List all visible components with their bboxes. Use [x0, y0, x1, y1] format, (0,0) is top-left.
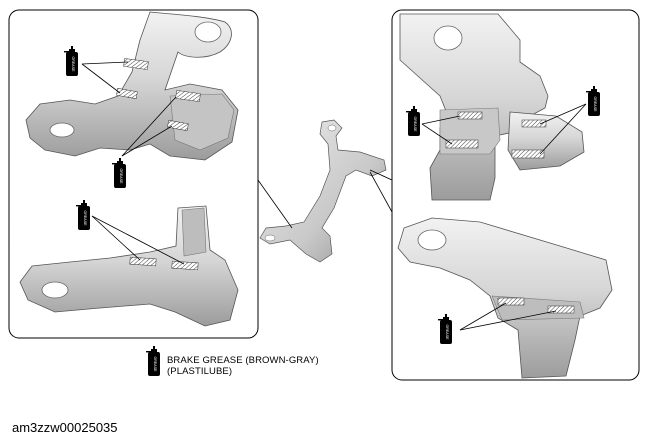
center-caliper-overview [259, 119, 387, 263]
right-bottom-bracket [397, 217, 613, 379]
grease-point [457, 111, 483, 120]
left-bottom-bracket [19, 205, 239, 327]
left-top-bracket [25, 11, 239, 161]
leader-lines [91, 215, 185, 265]
legend-line-1: BRAKE GREASE (BROWN-GRAY) [167, 355, 319, 366]
grease-point [521, 119, 547, 128]
grease-point [511, 149, 545, 159]
grease-point [116, 88, 138, 99]
grease-point [129, 256, 157, 267]
grease-point [547, 305, 575, 314]
grease-can-icon [146, 346, 160, 376]
leader-lines [459, 302, 557, 331]
figure-code: am3zzw00025035 [12, 420, 118, 435]
grease-point [497, 297, 525, 306]
grease-point [445, 139, 479, 149]
grease-point [175, 90, 201, 102]
grease-point [171, 260, 199, 271]
leader-lines [421, 103, 587, 155]
legend-line-2: (PLASTILUBE) [167, 366, 233, 377]
connector-lines [257, 169, 393, 229]
legend-label: BRAKE GREASE (BROWN-GRAY) (PLASTILUBE) [167, 355, 319, 377]
grease-point [167, 120, 189, 131]
leader-lines [81, 61, 177, 157]
